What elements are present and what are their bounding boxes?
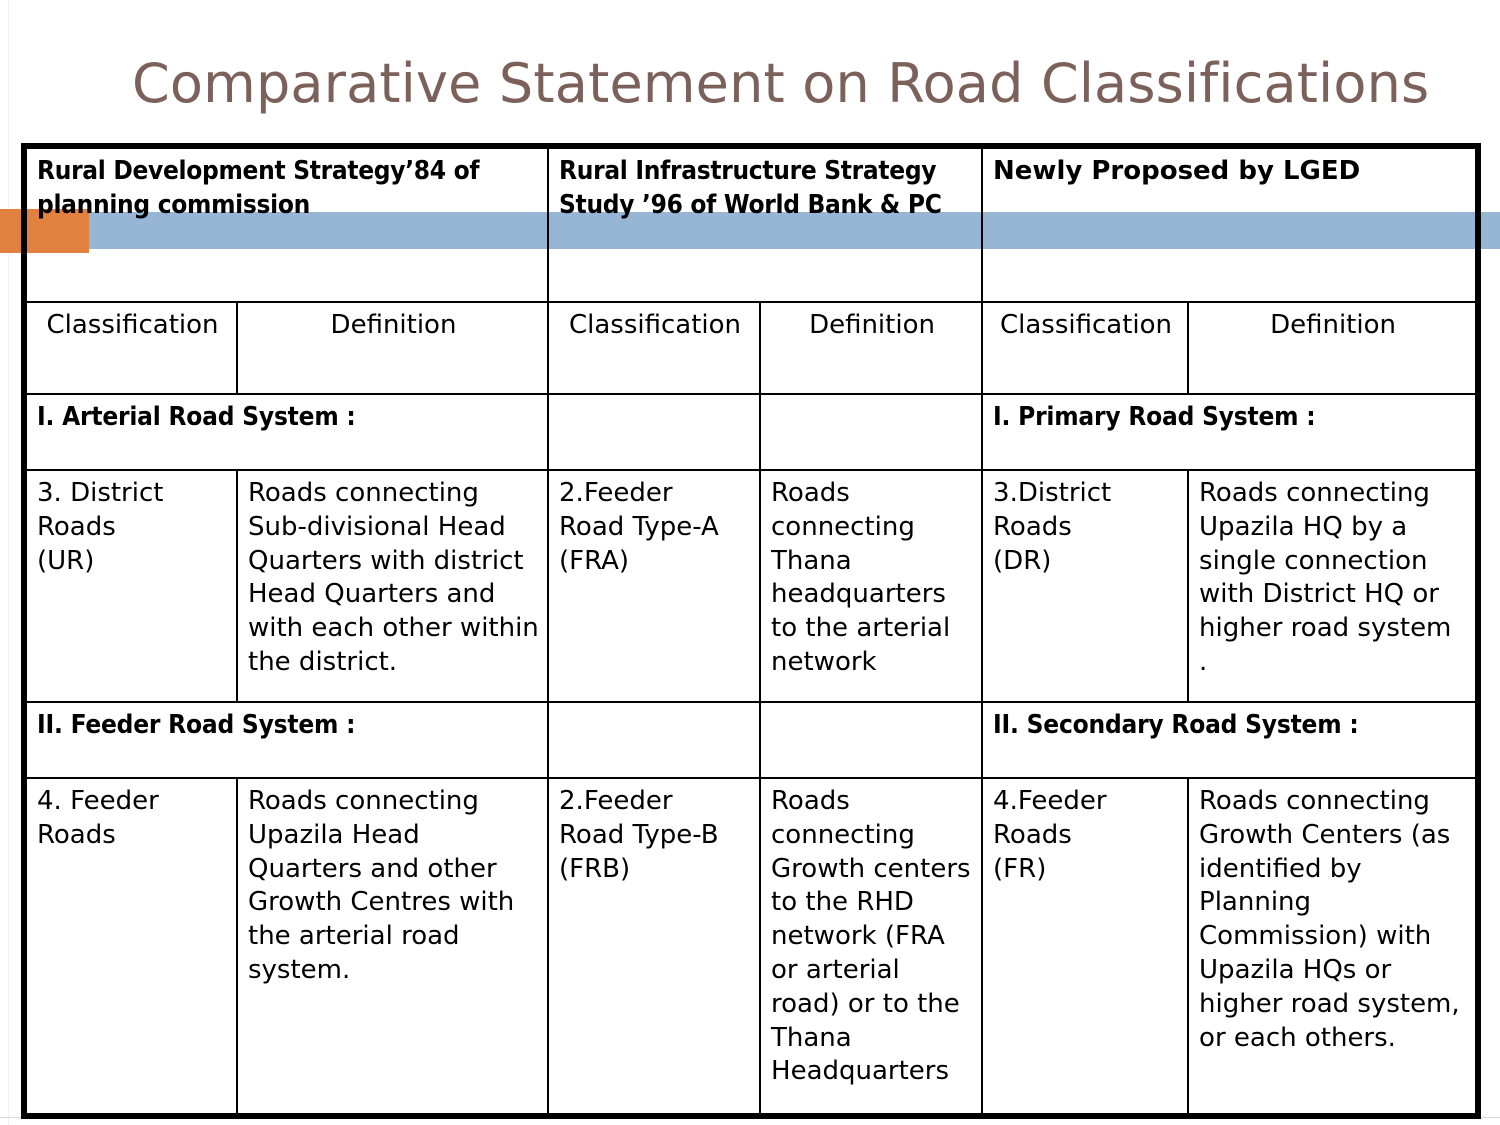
- group-header-newly-proposed-lged: Newly Proposed by LGED: [981, 147, 1478, 303]
- table-row-feeder-roads: 4. Feeder Roads Roads connecting Upazila…: [25, 777, 1478, 1115]
- cell-classification-feeder-roads-fr: 4.Feeder Roads (FR): [981, 777, 1190, 1115]
- sub-header-classification-1: Classification: [25, 301, 238, 395]
- system-empty-cell-a1: [547, 393, 762, 471]
- cell-definition-feeder-road-type-a: Roads connecting Thana headquarters to t…: [759, 469, 984, 703]
- cell-definition-district-roads-dr: Roads connecting Upazila HQ by a single …: [1187, 469, 1478, 703]
- system-label-primary-road-system: I. Primary Road System :: [981, 393, 1478, 471]
- table-sub-header-row: Classification Definition Classification…: [25, 301, 1478, 395]
- sub-header-definition-1: Definition: [235, 301, 550, 395]
- system-label-arterial-road-system: I. Arterial Road System :: [24, 393, 550, 471]
- cell-classification-district-roads-dr: 3.District Roads (DR): [981, 469, 1190, 703]
- sub-header-classification-3: Classification: [981, 301, 1190, 395]
- road-classification-comparison-table: Rural Development Strategy’84 of plannin…: [20, 143, 1482, 1119]
- cell-definition-district-roads-ur: Roads connecting Sub-divisional Head Qua…: [235, 469, 550, 703]
- sub-header-definition-3: Definition: [1187, 301, 1478, 395]
- table-row-district-roads: 3. District Roads (UR) Roads connecting …: [25, 469, 1478, 703]
- page-title: Comparative Statement on Road Classifica…: [132, 52, 1430, 115]
- system-empty-cell-a2: [759, 393, 984, 471]
- system-empty-cell-b2: [759, 701, 984, 779]
- cell-definition-feeder-roads-fr: Roads connecting Growth Centers (as iden…: [1187, 777, 1478, 1115]
- slide-bottom-edge: [0, 1117, 1500, 1118]
- cell-definition-feeder-road-type-b: Roads connecting Growth centers to the R…: [759, 777, 984, 1115]
- sub-header-definition-2: Definition: [759, 301, 984, 395]
- cell-classification-district-roads-ur: 3. District Roads (UR): [25, 469, 238, 703]
- system-label-feeder-road-system: II. Feeder Road System :: [24, 701, 550, 779]
- group-header-rural-development-strategy: Rural Development Strategy’84 of plannin…: [24, 147, 550, 303]
- system-row-feeder: II. Feeder Road System : II. Secondary R…: [24, 701, 1478, 779]
- slide-left-edge: [8, 0, 9, 1125]
- group-header-rural-infrastructure-strategy: Rural Infrastructure Strategy Study ’96 …: [547, 147, 984, 303]
- cell-classification-feeder-road-type-b: 2.Feeder Road Type-B (FRB): [547, 777, 762, 1115]
- table-group-header-row: Rural Development Strategy’84 of plannin…: [24, 147, 1478, 303]
- cell-classification-feeder-roads: 4. Feeder Roads: [25, 777, 238, 1115]
- cell-definition-feeder-roads: Roads connecting Upazila Head Quarters a…: [235, 777, 550, 1115]
- sub-header-classification-2: Classification: [547, 301, 762, 395]
- system-label-secondary-road-system: II. Secondary Road System :: [981, 701, 1478, 779]
- system-row-arterial: I. Arterial Road System : I. Primary Roa…: [24, 393, 1478, 471]
- cell-classification-feeder-road-type-a: 2.Feeder Road Type-A (FRA): [547, 469, 762, 703]
- system-empty-cell-b1: [547, 701, 762, 779]
